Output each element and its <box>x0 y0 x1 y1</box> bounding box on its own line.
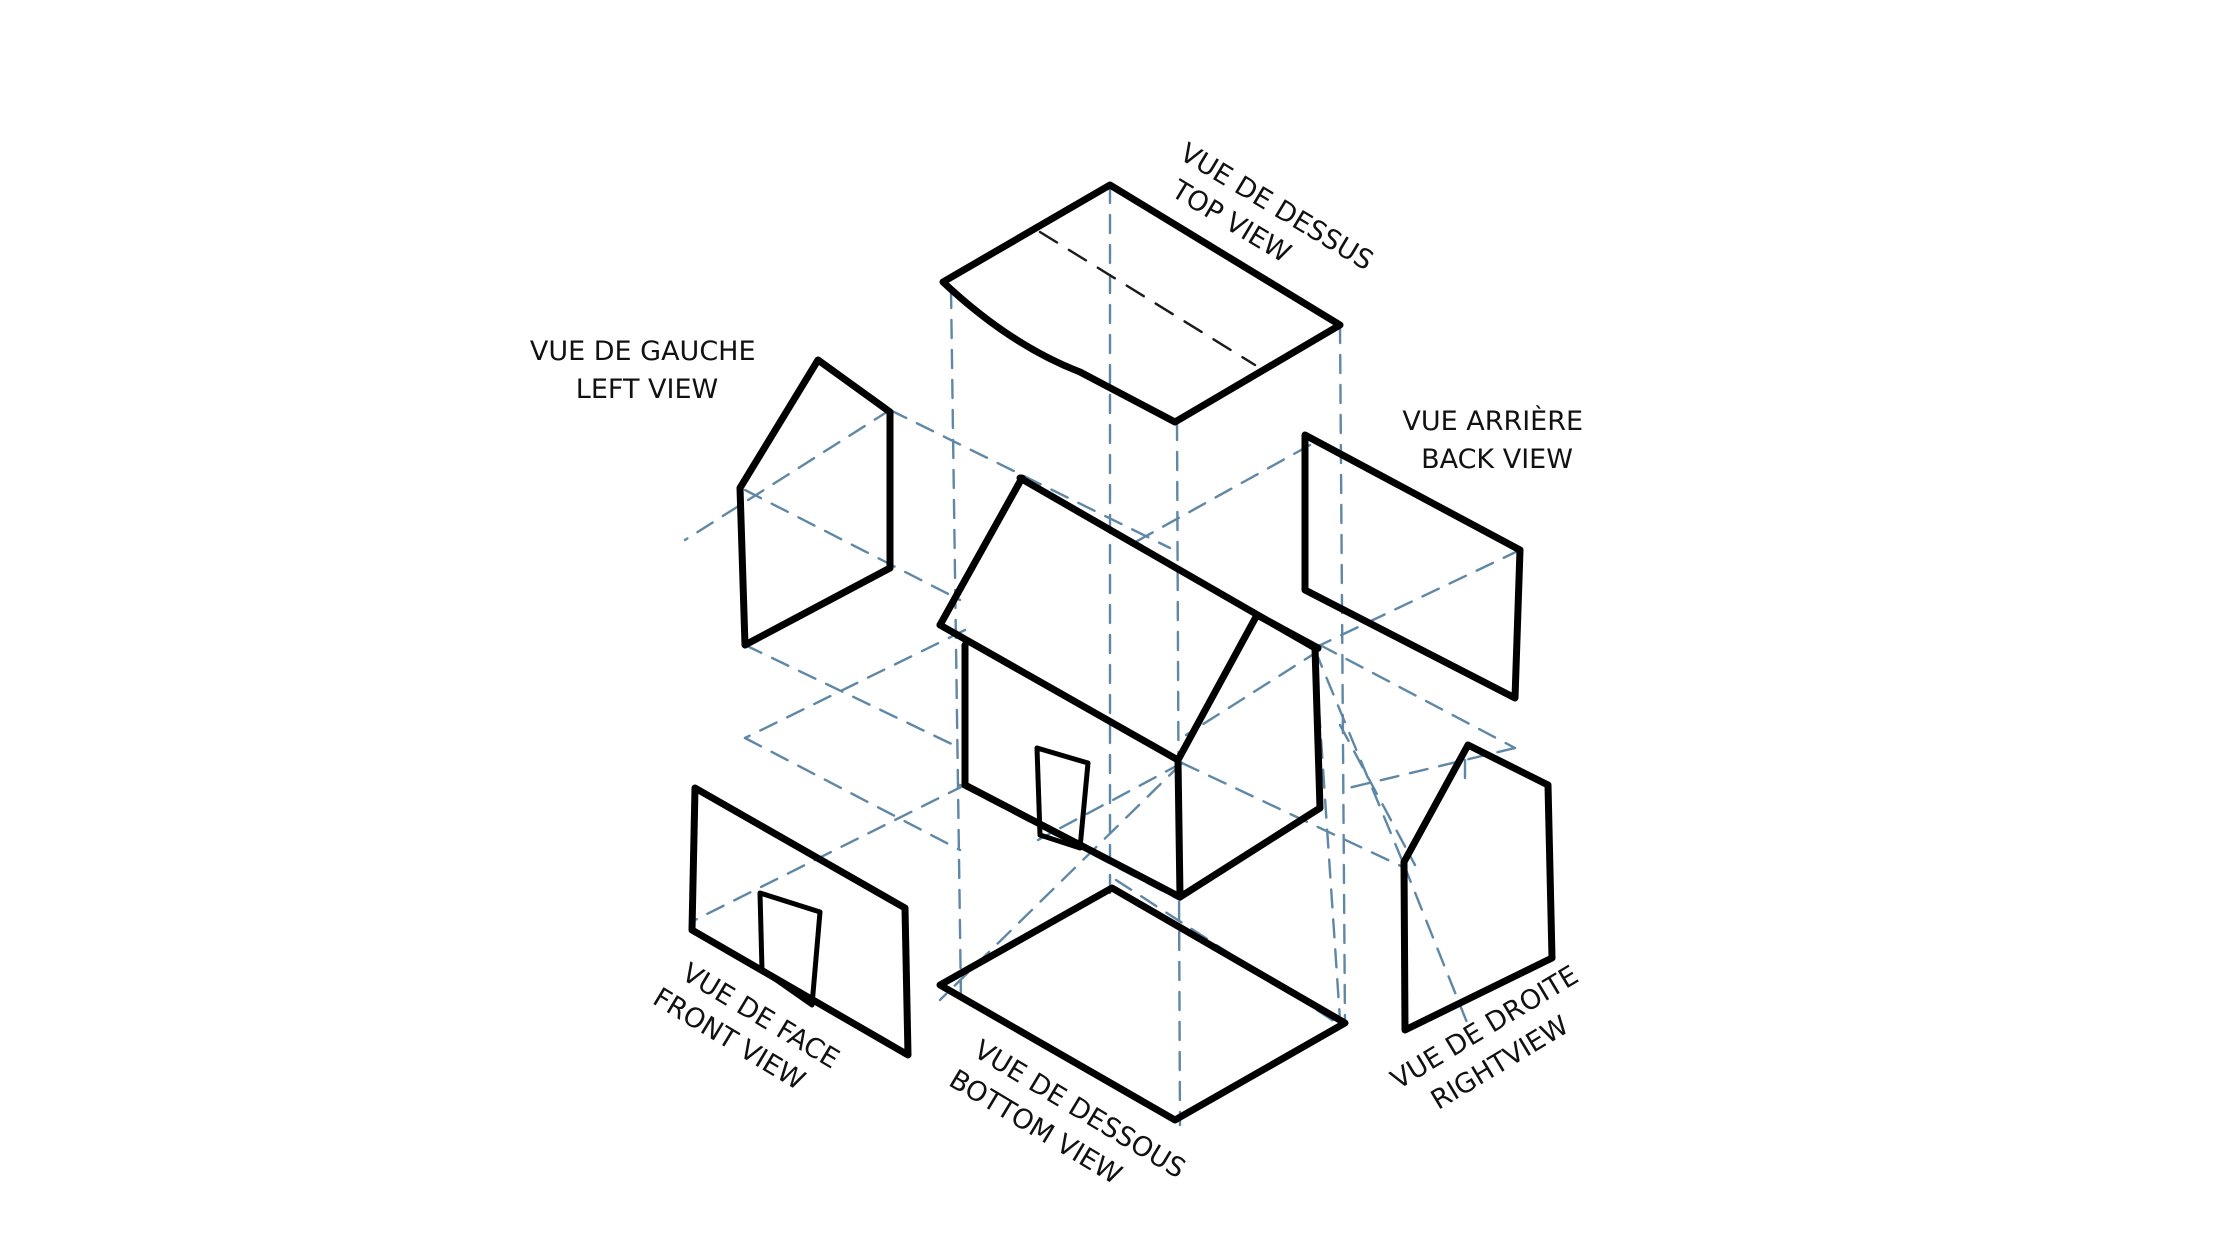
label-left-view-line2: LEFT VIEW <box>576 374 718 405</box>
bottom-view-panel <box>936 884 1349 1124</box>
left-view-panel <box>736 356 894 649</box>
label-front-view: VUE DE FACE FRONT VIEW <box>648 951 852 1110</box>
label-back-view-line2: BACK VIEW <box>1421 444 1573 475</box>
label-back-view-line1: VUE ARRIÈRE <box>1402 405 1583 437</box>
svg-text:VUE DE FACE FRONT VIEW: VUE DE FACE FRONT VIEW <box>648 951 852 1110</box>
projection-lines <box>683 183 1522 1127</box>
central-house <box>936 474 1324 901</box>
label-left-view: VUE DE GAUCHE LEFT VIEW <box>530 336 764 405</box>
front-view-panel <box>688 784 912 1059</box>
svg-text:VUE ARRIÈRE BACK VIEW: VUE ARRIÈRE BACK VIEW <box>1402 405 1591 475</box>
label-back-view: VUE ARRIÈRE BACK VIEW <box>1402 405 1591 475</box>
top-view-panel <box>939 181 1344 426</box>
svg-text:VUE DE GAUCHE LEFT VIEW: VUE DE GAUCHE LEFT VIEW <box>530 336 764 405</box>
label-left-view-line1: VUE DE GAUCHE <box>530 336 756 367</box>
right-view-panel <box>1400 741 1556 1034</box>
back-view-panel <box>1301 431 1524 702</box>
